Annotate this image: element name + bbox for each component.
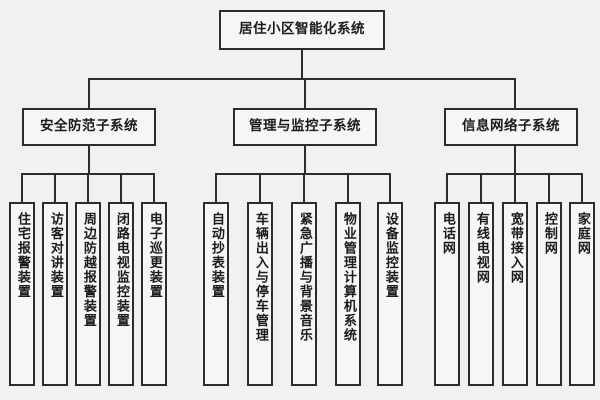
connector-drop-leaf-1-0: [215, 173, 217, 202]
node-leaf-perimeter-alarm-label: 周边防越报警装置: [80, 212, 96, 328]
connector-drop-leaf-1-1: [259, 173, 261, 202]
node-leaf-home-alarm-label: 住宅报警装置: [14, 212, 30, 299]
connector-drop-subsystem-0: [88, 78, 90, 108]
node-subsystem-network[interactable]: 信息网络子系统: [444, 108, 578, 146]
node-subsystem-security-label: 安全防范子系统: [40, 118, 138, 135]
node-root-label: 居住小区智能化系统: [239, 21, 365, 38]
node-leaf-perimeter-alarm[interactable]: 周边防越报警装置: [75, 202, 101, 386]
connector-drop-subsystem-2: [514, 78, 516, 108]
node-leaf-control-network-label: 控制网: [541, 212, 557, 256]
connector-drop-leaf-2-0: [446, 173, 448, 202]
connector-drop-leaf-0-0: [21, 173, 23, 202]
connector-subsystem-0-stem: [88, 146, 90, 173]
node-leaf-cctv-label: 闭路电视监控装置: [113, 212, 129, 328]
node-leaf-property-management-system[interactable]: 物业管理计算机系统: [335, 202, 361, 386]
node-leaf-vehicle-parking[interactable]: 车辆出入与停车管理: [247, 202, 273, 386]
node-leaf-home-network-label: 家庭网: [574, 212, 590, 256]
node-leaf-electronic-patrol-label: 电子巡更装置: [146, 212, 162, 299]
connector-drop-leaf-2-3: [548, 173, 550, 202]
connector-drop-leaf-0-1: [54, 173, 56, 202]
connector-subsystem-2-stem: [514, 146, 516, 173]
node-root[interactable]: 居住小区智能化系统: [219, 10, 385, 50]
node-subsystem-management[interactable]: 管理与监控子系统: [233, 108, 377, 146]
node-leaf-cctv[interactable]: 闭路电视监控装置: [108, 202, 134, 386]
node-leaf-broadband-access-network-label: 宽带接入网: [507, 212, 523, 285]
connector-drop-leaf-0-2: [87, 173, 89, 202]
node-subsystem-management-label: 管理与监控子系统: [249, 118, 361, 135]
node-leaf-emergency-broadcast[interactable]: 紧急广播与背景音乐: [291, 202, 317, 386]
node-leaf-broadband-access-network[interactable]: 宽带接入网: [502, 202, 528, 386]
connector-drop-subsystem-1: [304, 78, 306, 108]
connector-drop-leaf-2-2: [514, 173, 516, 202]
node-leaf-cable-tv-network-label: 有线电视网: [473, 212, 489, 285]
node-leaf-telephone-network[interactable]: 电话网: [434, 202, 460, 386]
node-leaf-equipment-monitoring[interactable]: 设备监控装置: [377, 202, 403, 386]
node-leaf-visitor-intercom[interactable]: 访客对讲装置: [42, 202, 68, 386]
node-leaf-electronic-patrol[interactable]: 电子巡更装置: [141, 202, 167, 386]
connector-subsystem-1-stem: [304, 146, 306, 173]
node-leaf-home-alarm[interactable]: 住宅报警装置: [9, 202, 35, 386]
node-leaf-vehicle-parking-label: 车辆出入与停车管理: [252, 212, 268, 343]
node-leaf-auto-meter-reading-label: 自动抄表装置: [208, 212, 224, 299]
node-leaf-auto-meter-reading[interactable]: 自动抄表装置: [203, 202, 229, 386]
node-leaf-cable-tv-network[interactable]: 有线电视网: [468, 202, 494, 386]
node-subsystem-security[interactable]: 安全防范子系统: [22, 108, 156, 146]
node-leaf-home-network[interactable]: 家庭网: [569, 202, 595, 386]
node-leaf-emergency-broadcast-label: 紧急广播与背景音乐: [296, 212, 312, 343]
connector-drop-leaf-2-1: [480, 173, 482, 202]
node-leaf-visitor-intercom-label: 访客对讲装置: [47, 212, 63, 299]
node-leaf-telephone-network-label: 电话网: [439, 212, 455, 256]
connector-drop-leaf-2-4: [581, 173, 583, 202]
node-leaf-property-management-system-label: 物业管理计算机系统: [340, 212, 356, 343]
node-leaf-control-network[interactable]: 控制网: [536, 202, 562, 386]
connector-drop-leaf-1-4: [389, 173, 391, 202]
connector-root-stem: [301, 50, 303, 78]
connector-drop-leaf-0-4: [153, 173, 155, 202]
node-subsystem-network-label: 信息网络子系统: [462, 118, 560, 135]
connector-subsystem-1-bus: [215, 173, 390, 175]
connector-drop-leaf-1-2: [303, 173, 305, 202]
connector-drop-leaf-1-3: [347, 173, 349, 202]
node-leaf-equipment-monitoring-label: 设备监控装置: [382, 212, 398, 299]
connector-drop-leaf-0-3: [120, 173, 122, 202]
connector-level2-bus: [88, 78, 516, 80]
